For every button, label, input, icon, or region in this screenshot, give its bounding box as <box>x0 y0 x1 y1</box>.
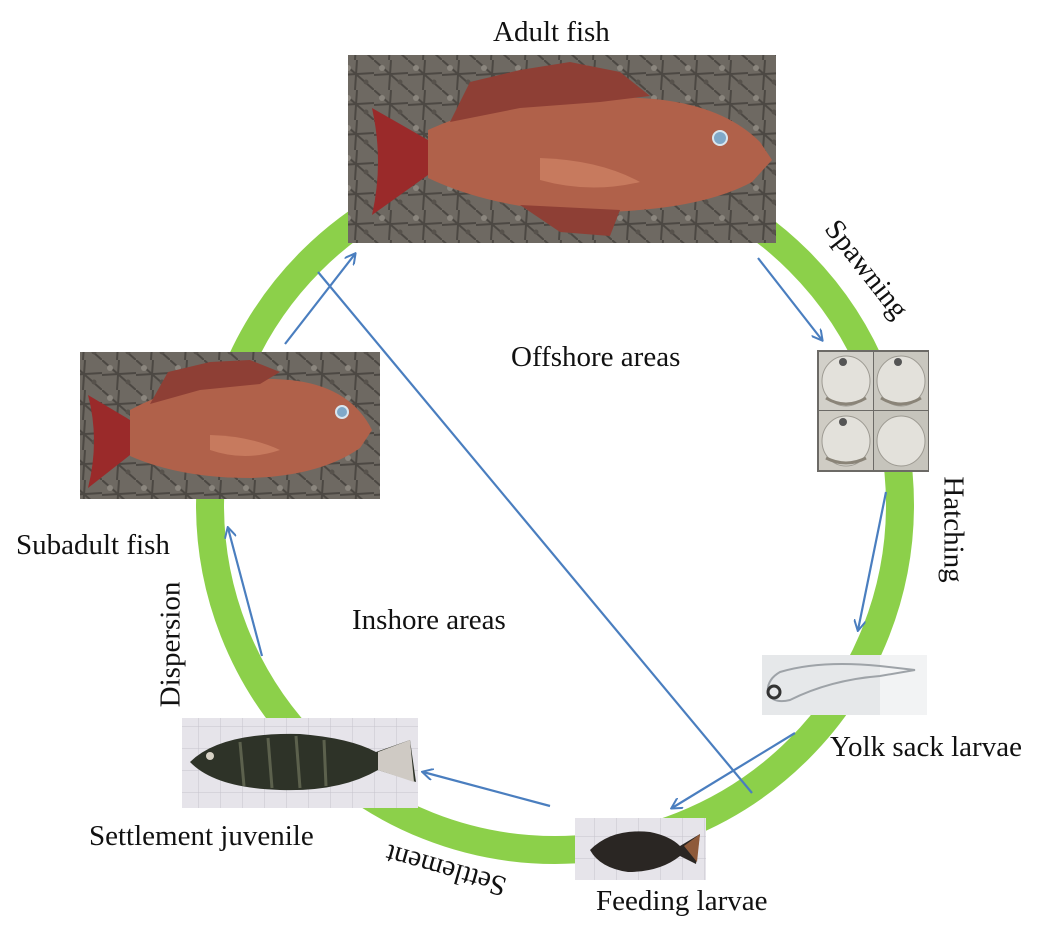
offshore-areas-label: Offshore areas <box>511 343 680 372</box>
settlement-juvenile-photo <box>182 718 418 808</box>
adult-fish-photo <box>348 55 776 243</box>
dispersion-label: Dispersion <box>156 582 185 708</box>
hatching-label: Hatching <box>939 476 968 582</box>
eggs-photo <box>817 350 929 472</box>
subadult-fish-photo <box>80 352 380 499</box>
yolk-sack-larvae-photo <box>762 655 927 715</box>
settlement-juvenile-label: Settlement juvenile <box>89 822 314 851</box>
yolk-sack-larvae-label: Yolk sack larvae <box>830 733 1022 762</box>
adult-fish-label: Adult fish <box>493 18 610 47</box>
feeding-larvae-photo <box>575 818 706 880</box>
settlement-arrow <box>423 772 550 806</box>
inshore-areas-label: Inshore areas <box>352 606 506 635</box>
subadult-fish-label: Subadult fish <box>16 531 170 560</box>
feeding-larvae-label: Feeding larvae <box>596 887 768 916</box>
